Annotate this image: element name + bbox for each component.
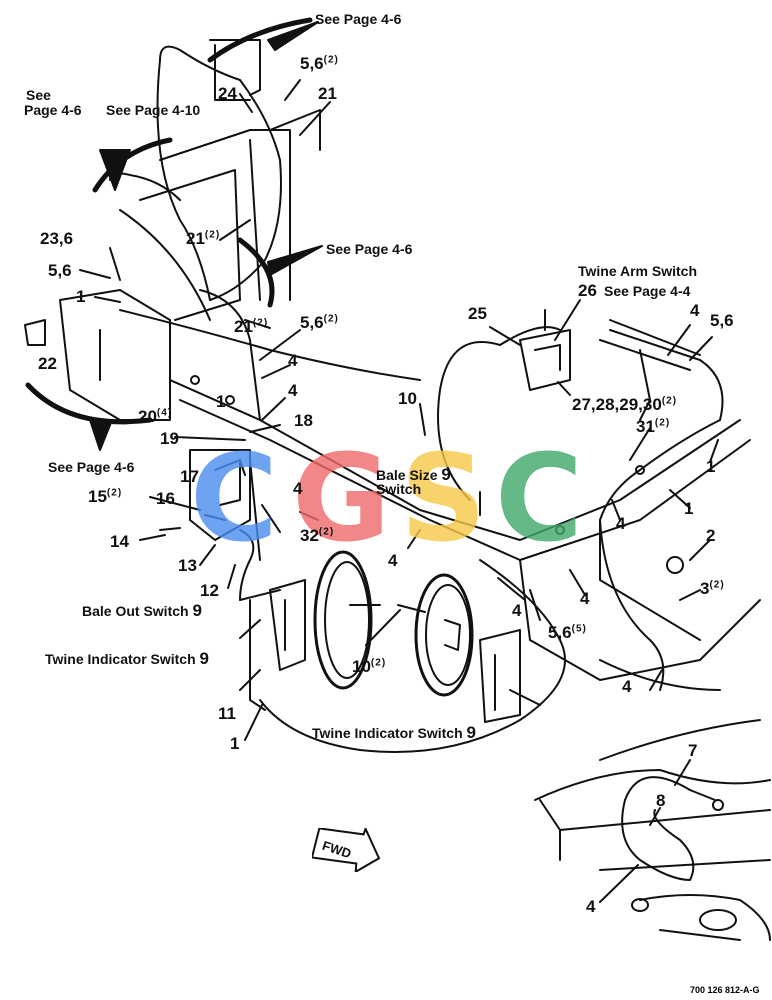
forward-arrow-icon <box>312 828 381 872</box>
callout-4-a: 4 <box>288 351 298 370</box>
callout-21-mid: 21(2) <box>186 229 221 248</box>
qty-2: (2) <box>204 229 221 241</box>
callout-see-page-4-6-top: See Page 4-6 <box>315 11 402 27</box>
qty-2: (2) <box>323 313 339 325</box>
label-twine-indicator-switch-a: Twine Indicator Switch 9 <box>45 649 210 668</box>
callout-see-page-4-4: See Page 4-4 <box>604 283 691 299</box>
callout-5-6-mid: 5,6(2) <box>300 313 339 332</box>
watermark-letter-c1: C <box>190 430 279 569</box>
callout-see-left-a: See <box>26 87 51 103</box>
qty-2: (2) <box>252 317 269 329</box>
callout-5-6-right: 5,6 <box>710 311 734 330</box>
callout-4-i: 4 <box>622 677 632 696</box>
callout-3: 3(2) <box>700 579 725 598</box>
callout-19: 19 <box>160 429 179 448</box>
callout-1-mid: 1 <box>216 392 226 411</box>
label-twine-arm-switch: Twine Arm Switch <box>578 263 698 279</box>
callout-25: 25 <box>468 304 487 323</box>
callout-32: 32(2) <box>300 526 335 545</box>
callout-20: 20(4) <box>138 407 173 426</box>
callout-10-top: 10 <box>398 389 417 408</box>
callout-see-page-4-6-mid: See Page 4-6 <box>326 241 413 257</box>
callout-4-g: 4 <box>616 514 626 533</box>
callout-21-low: 21(2) <box>234 317 269 336</box>
callout-16: 16 <box>156 489 175 508</box>
callout-26: 26 <box>578 281 597 300</box>
watermark-letter-s: S <box>400 430 487 569</box>
callout-5-6-left: 5,6 <box>48 261 72 280</box>
label-bale-size-switch-a: Bale Size 9 <box>376 465 451 484</box>
callout-11: 11 <box>218 704 236 723</box>
callout-1-left: 1 <box>76 287 86 306</box>
callout-15: 15(2) <box>88 487 123 506</box>
callout-21-top: 21 <box>318 84 337 103</box>
callout-23-6: 23,6 <box>40 229 74 248</box>
qty-2: (2) <box>323 54 339 66</box>
callout-4-b: 4 <box>288 381 298 400</box>
callout-1-r2: 1 <box>684 499 694 518</box>
callout-24: 24 <box>218 84 237 103</box>
callout-13: 13 <box>178 556 197 575</box>
callout-4-j: 4 <box>586 897 596 916</box>
callout-4-c: 4 <box>293 479 303 498</box>
label-bale-size-switch-b: Switch <box>376 481 422 497</box>
callout-31: 31(2) <box>636 417 671 436</box>
callout-14: 14 <box>110 532 129 551</box>
qty-4: (4) <box>156 407 173 419</box>
label-twine-indicator-switch-b: Twine Indicator Switch 9 <box>312 723 477 742</box>
callout-10-mid: 10(2) <box>352 657 387 676</box>
callout-2: 2 <box>706 526 716 545</box>
callout-4-d: 4 <box>388 551 398 570</box>
qty-2: (2) <box>709 579 725 591</box>
callout-27-30: 27,28,29,30(2) <box>572 395 678 414</box>
callout-5-6-bottom: 5,6(5) <box>548 623 587 642</box>
callout-12: 12 <box>200 581 219 600</box>
label-bale-out-switch: Bale Out Switch 9 <box>82 601 202 620</box>
callout-4-h: 4 <box>580 589 590 608</box>
callout-7: 7 <box>688 741 698 760</box>
callout-17: 17 <box>180 467 199 486</box>
qty-2: (2) <box>370 657 387 669</box>
callout-1-r1: 1 <box>706 457 716 476</box>
callout-5-6-top: 5,6(2) <box>300 54 339 73</box>
callout-1-low: 1 <box>230 734 240 753</box>
callout-18: 18 <box>294 411 313 430</box>
watermark-letter-c2: C <box>495 430 584 569</box>
watermark-letter-g: G <box>292 430 391 569</box>
drawing-code: 700 126 812-A-G <box>690 985 760 995</box>
qty-2: (2) <box>318 526 335 538</box>
callout-see-left-b: Page 4-6 <box>24 102 82 118</box>
callout-22: 22 <box>38 354 57 373</box>
qty-2: (2) <box>661 395 678 407</box>
callout-4-f: 4 <box>690 301 700 320</box>
callout-8: 8 <box>656 791 666 810</box>
callout-see-page-4-6-lower: See Page 4-6 <box>48 459 135 475</box>
qty-2: (2) <box>106 487 123 499</box>
qty-2: (2) <box>654 417 671 429</box>
callout-4-e: 4 <box>512 601 522 620</box>
callout-see-page-4-10: See Page 4-10 <box>106 102 201 118</box>
qty-5: (5) <box>571 623 587 635</box>
